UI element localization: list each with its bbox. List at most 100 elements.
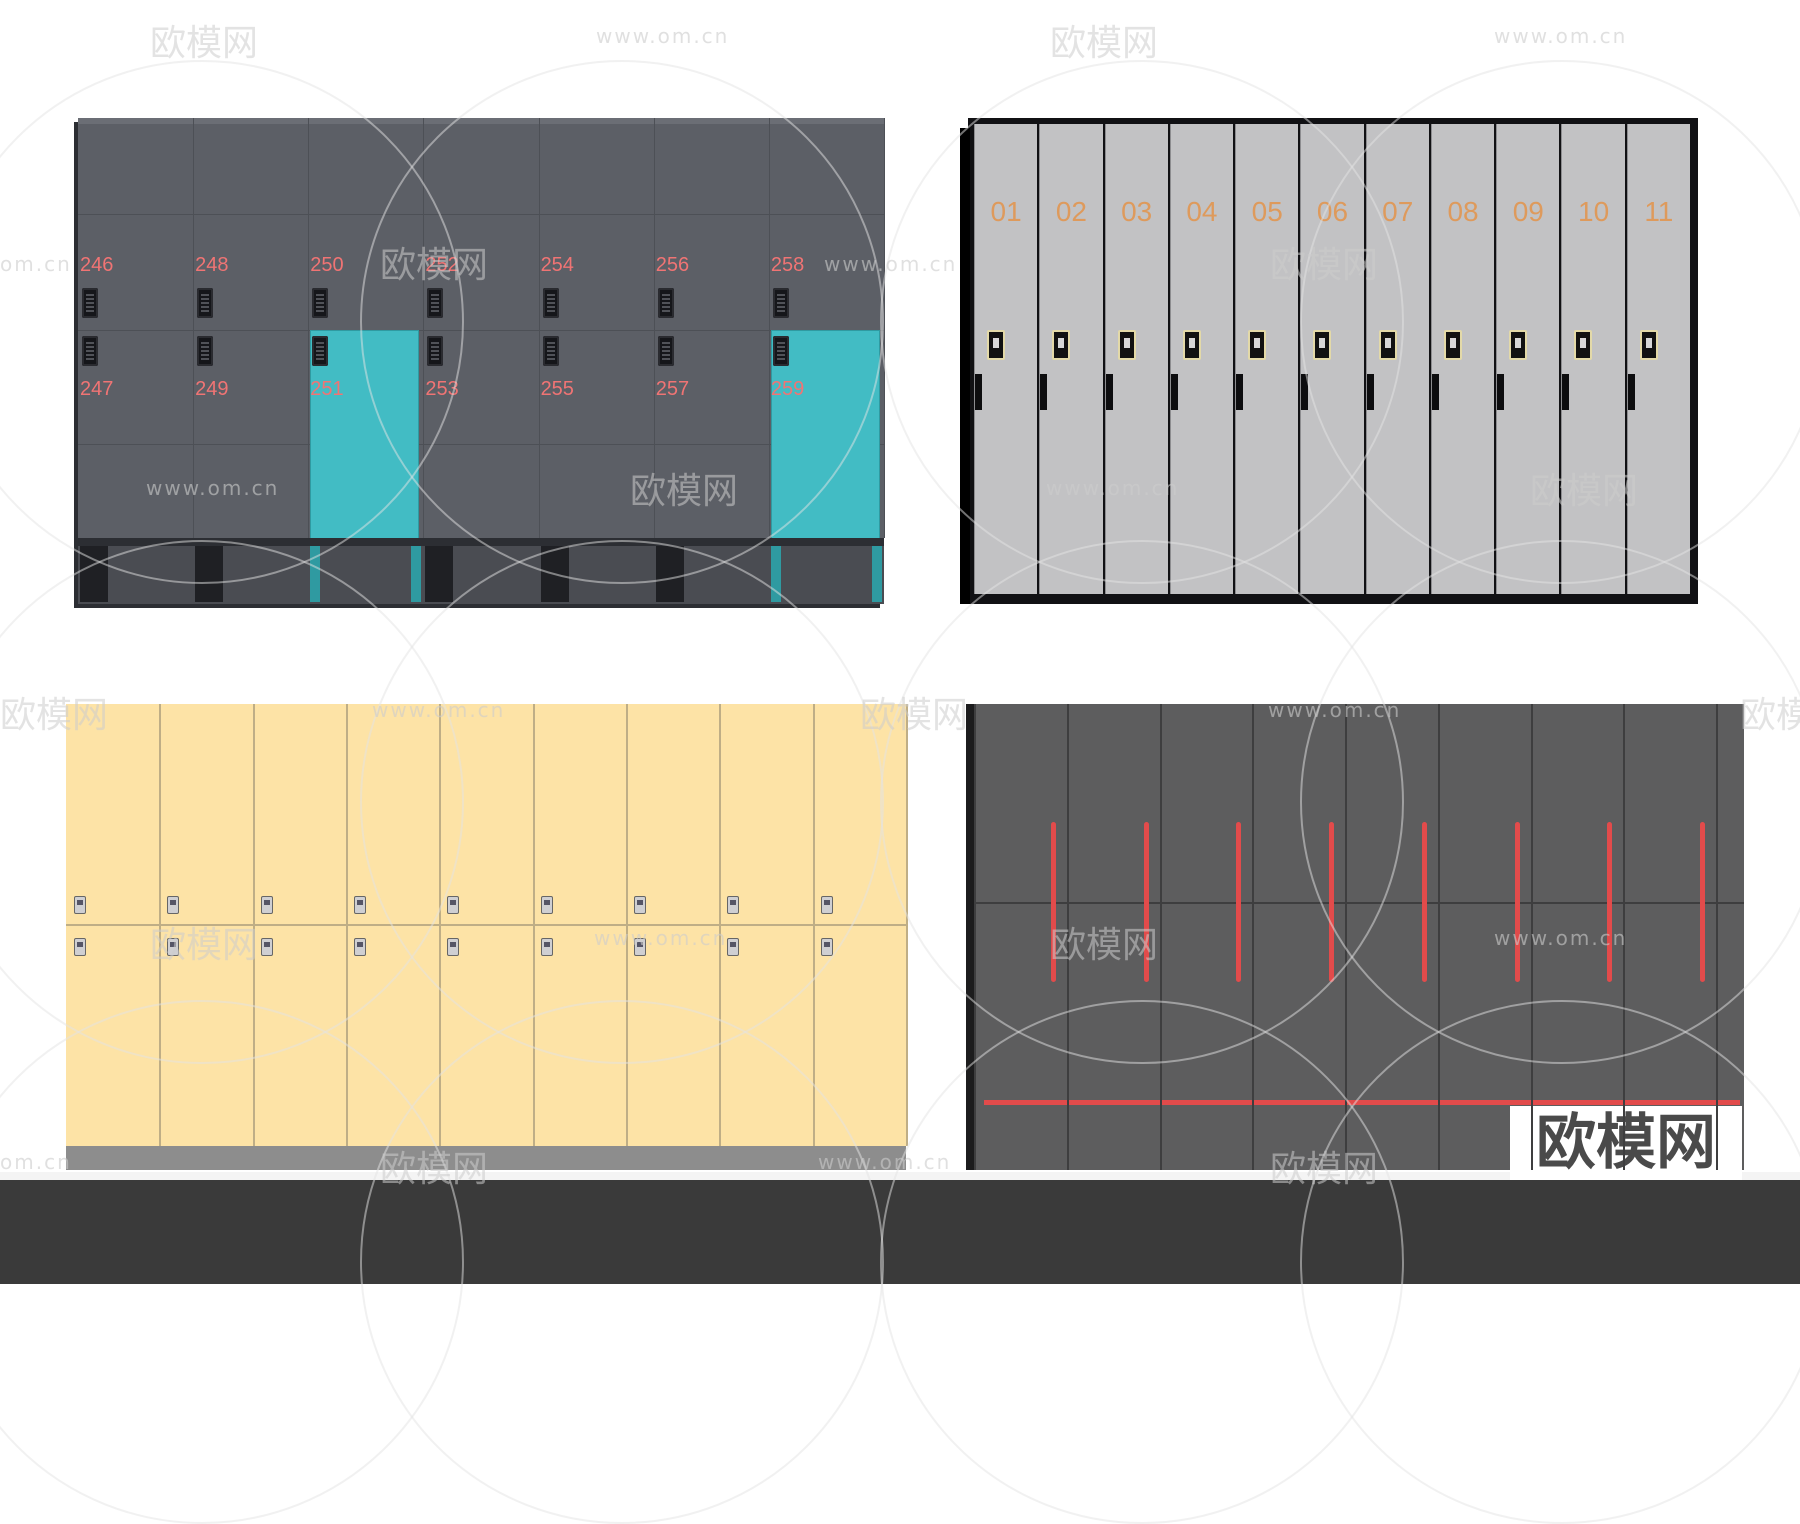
locker-number: 254: [540, 254, 574, 276]
cabinet-column: [439, 704, 535, 1146]
cabinet-column: [626, 704, 722, 1146]
cabinet-column: [533, 704, 628, 1146]
lock-icon: [987, 330, 1005, 360]
cabinet-column: [1066, 704, 1069, 1170]
lock-icon: [447, 938, 460, 956]
lock-icon: [167, 896, 180, 914]
red-handle: [1700, 822, 1706, 982]
lock-icon: [74, 938, 86, 956]
cabinet-column: [159, 704, 255, 1146]
locker-number: 252: [425, 254, 459, 276]
cabinet-column: [1530, 704, 1533, 1170]
cabinet-column: [1623, 704, 1626, 1170]
locker-number: 256: [655, 254, 690, 276]
door-number: 08: [1447, 196, 1479, 227]
locker-door: 02: [1039, 124, 1103, 594]
keypad-icon: [82, 336, 98, 366]
keypad-icon: [657, 336, 674, 366]
lock-icon: [727, 938, 740, 956]
red-handle: [1143, 822, 1149, 982]
locker-number: 247: [80, 378, 114, 400]
locker-door: 11: [1626, 124, 1690, 594]
door-number: 01: [990, 196, 1022, 227]
lock-icon: [447, 896, 460, 914]
locker-cabinet-gray: 01 02 03 04 05 06 07 08 09 10 11: [960, 118, 1698, 604]
cabinet-column: [1159, 704, 1162, 1170]
keypad-icon: [542, 336, 559, 366]
lock-icon: [634, 896, 646, 914]
cabinet-column: [308, 118, 425, 538]
locker-door: 04: [1169, 124, 1234, 594]
cabinet-foot: [655, 546, 684, 602]
red-handle: [1607, 822, 1613, 982]
watermark-logo: 欧模网: [150, 23, 259, 64]
cabinet-foot: [411, 546, 422, 602]
brand-logo: 欧模网: [1510, 1106, 1742, 1180]
red-rail: [984, 1100, 1740, 1105]
door-handle: [1497, 374, 1505, 410]
cabinet-foot: [872, 546, 882, 602]
lock-icon: [820, 938, 833, 956]
door-handle: [1105, 374, 1113, 410]
watermark-logo: 欧模网: [1740, 695, 1800, 736]
door-number: 10: [1578, 196, 1610, 227]
red-handle: [1236, 822, 1242, 982]
cabinet-column: [769, 118, 885, 538]
keypad-icon: [312, 288, 329, 318]
lock-icon: [167, 938, 180, 956]
door-handle: [1236, 374, 1244, 410]
locker-number: 246: [80, 254, 114, 276]
door-number: 06: [1316, 196, 1349, 227]
lock-icon: [354, 896, 366, 914]
cabinet-side: [960, 128, 970, 604]
lock-icon: [1574, 330, 1593, 360]
watermark-url: om.cn: [0, 252, 72, 276]
locker-number: 248: [195, 254, 229, 276]
door-number: 07: [1382, 196, 1414, 227]
cabinet-column: [78, 118, 195, 538]
locker-door: 06: [1300, 124, 1364, 594]
cabinet-seam: [78, 330, 884, 331]
watermark-url: om.cn: [0, 1150, 72, 1174]
cabinet-seam: [78, 444, 884, 445]
floor-highlight: [0, 1172, 1800, 1180]
cabinet-foot: [425, 546, 454, 602]
cabinet-column: [719, 704, 815, 1146]
locker-door: 09: [1496, 124, 1560, 594]
cabinet-column: [813, 704, 908, 1146]
locker-door: 08: [1430, 124, 1495, 594]
cabinet-column: [423, 118, 540, 538]
locker-cabinet-dark: 欧模网: [974, 704, 1744, 1180]
lock-icon: [354, 938, 366, 956]
cabinet-column: [66, 704, 162, 1146]
cabinet-column: [193, 118, 310, 538]
keypad-icon: [657, 288, 674, 318]
keypad-icon: [197, 336, 214, 366]
locker-number: 258: [770, 254, 805, 276]
floor: [0, 1180, 1800, 1284]
door-number: 09: [1512, 196, 1544, 227]
locker-number: 253: [425, 378, 459, 400]
cabinet-column: [1716, 704, 1719, 1170]
watermark-url: www.om.cn: [596, 24, 730, 48]
lock-icon: [820, 896, 833, 914]
lock-icon: [1443, 330, 1462, 360]
red-handle: [1050, 822, 1056, 982]
watermark-logo: 欧模网: [1050, 23, 1159, 64]
cabinet-column: [1252, 704, 1255, 1170]
keypad-icon: [772, 288, 789, 318]
lock-icon: [1639, 330, 1658, 360]
cabinet-row-divider: [66, 924, 906, 926]
door-handle: [1040, 374, 1048, 410]
cabinet-column: [539, 118, 655, 538]
cabinet-column: [253, 704, 348, 1146]
lock-icon: [74, 896, 86, 914]
door-number: 03: [1121, 196, 1153, 227]
door-number: 05: [1251, 196, 1283, 227]
lock-icon: [540, 938, 553, 956]
keypad-icon: [427, 288, 444, 318]
cabinet-column: [1437, 704, 1440, 1170]
keypad-icon: [312, 336, 329, 366]
lock-icon: [634, 938, 646, 956]
